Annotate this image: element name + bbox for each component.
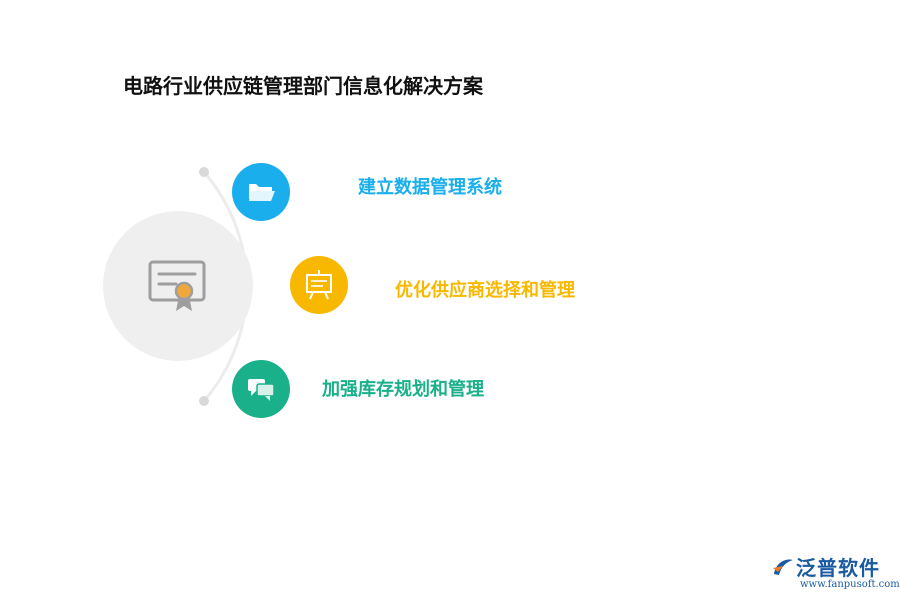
logo-name: 泛普软件 bbox=[796, 556, 880, 580]
arc-end-dot-top bbox=[199, 167, 209, 177]
item-node-inventory bbox=[232, 360, 290, 418]
item-node-data-system bbox=[232, 163, 290, 221]
chat-bubbles-icon bbox=[248, 379, 275, 401]
folder-icon bbox=[249, 184, 275, 201]
page-title: 电路行业供应链管理部门信息化解决方案 bbox=[123, 74, 483, 98]
logo-mark-icon bbox=[773, 559, 793, 575]
item-label-data-system: 建立数据管理系统 bbox=[358, 177, 502, 198]
arc-end-dot-bottom bbox=[199, 396, 209, 406]
certificate-icon bbox=[148, 260, 206, 311]
item-node-supplier bbox=[290, 256, 348, 314]
brand-logo: 泛普软件 www.fanpusoft.com bbox=[770, 552, 900, 596]
item-label-supplier: 优化供应商选择和管理 bbox=[395, 280, 575, 301]
center-node bbox=[103, 211, 253, 361]
logo-url: www.fanpusoft.com bbox=[800, 579, 900, 590]
item-label-inventory: 加强库存规划和管理 bbox=[322, 379, 484, 400]
presentation-board-icon bbox=[306, 270, 332, 300]
